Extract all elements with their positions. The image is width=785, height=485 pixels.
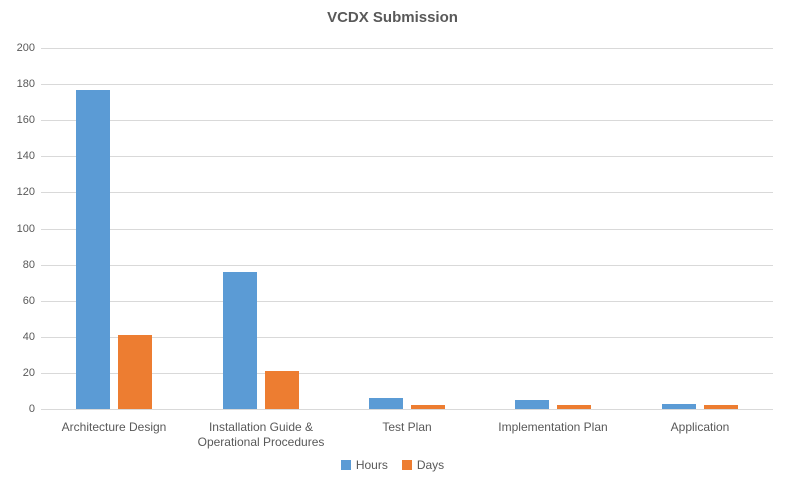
y-axis-tick-label: 160 [16,114,35,127]
bar-days-1 [118,335,152,409]
gridline [41,48,773,49]
y-axis-tick-label: 180 [16,78,35,91]
legend-item-hours: Hours [340,458,388,472]
gridline [41,156,773,158]
legend: Hours Days [0,458,785,472]
gridline [41,228,773,230]
legend-label: Hours [355,458,388,472]
y-axis-tick-label: 80 [22,258,35,271]
bar-days-5 [704,405,738,409]
legend-label: Days [416,458,445,472]
x-axis-category-label: Implementation Plan [498,420,608,434]
bar-hours-1 [76,90,110,409]
gridline [41,84,773,86]
bar-hours-3 [369,398,403,409]
bar-hours-5 [662,404,696,409]
gridline [41,336,773,338]
y-axis-tick-label: 60 [22,294,35,307]
y-axis-tick-label: 40 [22,330,35,343]
x-axis-category-label: Test Plan [382,420,432,434]
bar-days-4 [557,405,591,409]
y-axis-tick-label: 120 [16,186,35,199]
x-axis-category-label: Architecture Design [61,420,167,434]
bar-hours-4 [515,400,549,409]
y-axis-tick-label: 200 [16,42,35,54]
y-axis-tick-label: 20 [22,366,35,379]
y-axis-tick-label: 140 [16,150,35,163]
legend-item-days: Days [401,458,445,472]
gridline [41,372,773,374]
gridline [41,409,773,410]
gridline [41,264,773,266]
legend-swatch-icon [401,460,412,470]
bar-days-2 [265,371,299,409]
gridline [41,120,773,122]
bar-days-3 [411,405,445,409]
bar-hours-2 [223,272,257,409]
gridline [41,192,773,194]
legend-swatch-icon [340,460,351,470]
x-axis-category-label: Installation Guide & Operational Procedu… [197,420,325,449]
y-axis-tick-label: 0 [28,403,35,415]
y-axis-tick-label: 100 [16,222,35,235]
chart-title: VCDX Submission [327,9,458,26]
x-axis-category-label: Application [670,420,730,434]
gridline [41,300,773,302]
